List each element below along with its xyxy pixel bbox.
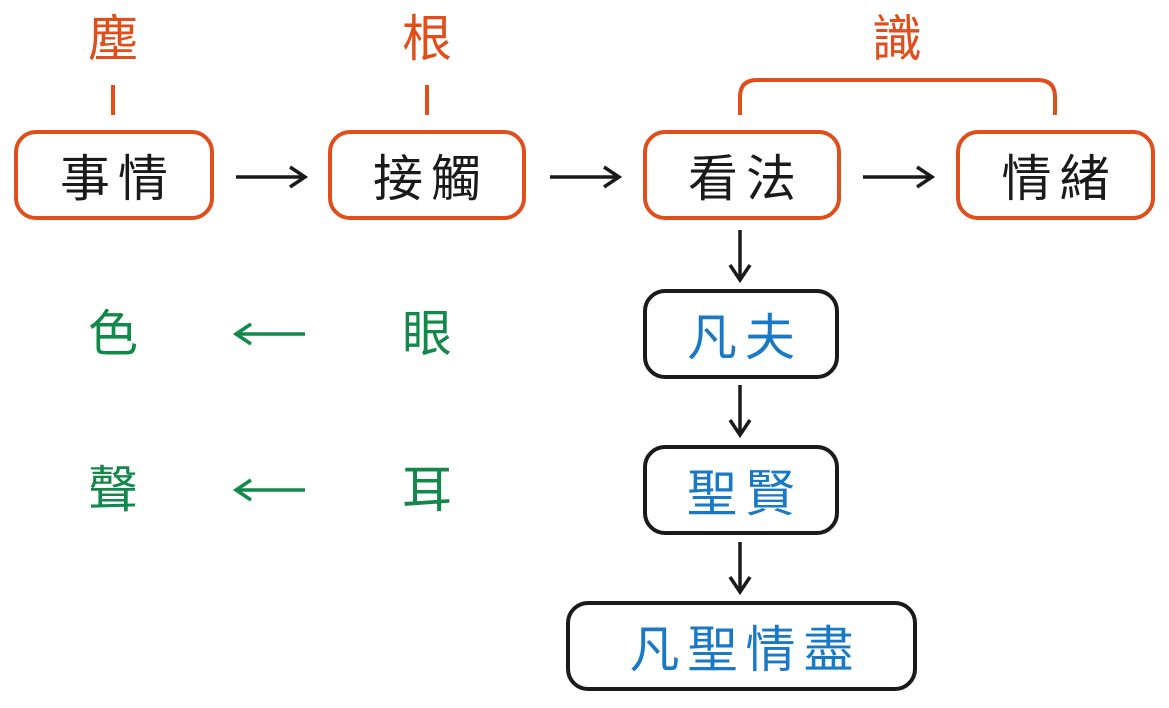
label-er: 耳 [402, 461, 452, 519]
box-shiqing: 事情 [14, 130, 214, 220]
box-kanfa-text: 看法 [688, 150, 804, 208]
label-yan: 眼 [402, 305, 452, 363]
box-fanfu: 凡夫 [643, 289, 839, 379]
label-sheng: 聲 [88, 461, 138, 519]
box-fanshengqingjin-text: 凡聖情盡 [629, 621, 862, 679]
shi-bracket [738, 78, 1057, 115]
box-fanfu-text: 凡夫 [687, 309, 803, 367]
arrowhead-jiechu-kanfa [603, 165, 623, 189]
arrowhead-kanfa-fanfu [728, 264, 752, 284]
arrowhead-kanfa-qingxu [916, 165, 936, 189]
box-kanfa: 看法 [643, 130, 841, 220]
arrowhead-shiqing-jiechu [289, 165, 309, 189]
arrowhead-fanfu-shengxian [728, 419, 752, 439]
label-chen: 塵 [88, 10, 138, 68]
label-se: 色 [88, 305, 138, 363]
box-qingxu: 情緒 [956, 130, 1155, 220]
box-jiechu: 接觸 [328, 130, 526, 220]
box-jiechu-text: 接觸 [373, 150, 489, 208]
box-shengxian-text: 聖賢 [687, 465, 803, 523]
arrowhead-yan-se [232, 322, 252, 346]
arrowhead-er-sheng [232, 478, 252, 502]
arrowhead-shengxian-fanshengqingjin [728, 576, 752, 596]
box-qingxu-text: 情緒 [1001, 150, 1118, 208]
label-shi: 識 [872, 10, 922, 68]
box-shengxian: 聖賢 [643, 445, 839, 535]
box-shiqing-text: 事情 [60, 150, 176, 208]
box-fanshengqingjin: 凡聖情盡 [566, 601, 917, 691]
label-gen: 根 [402, 10, 452, 68]
